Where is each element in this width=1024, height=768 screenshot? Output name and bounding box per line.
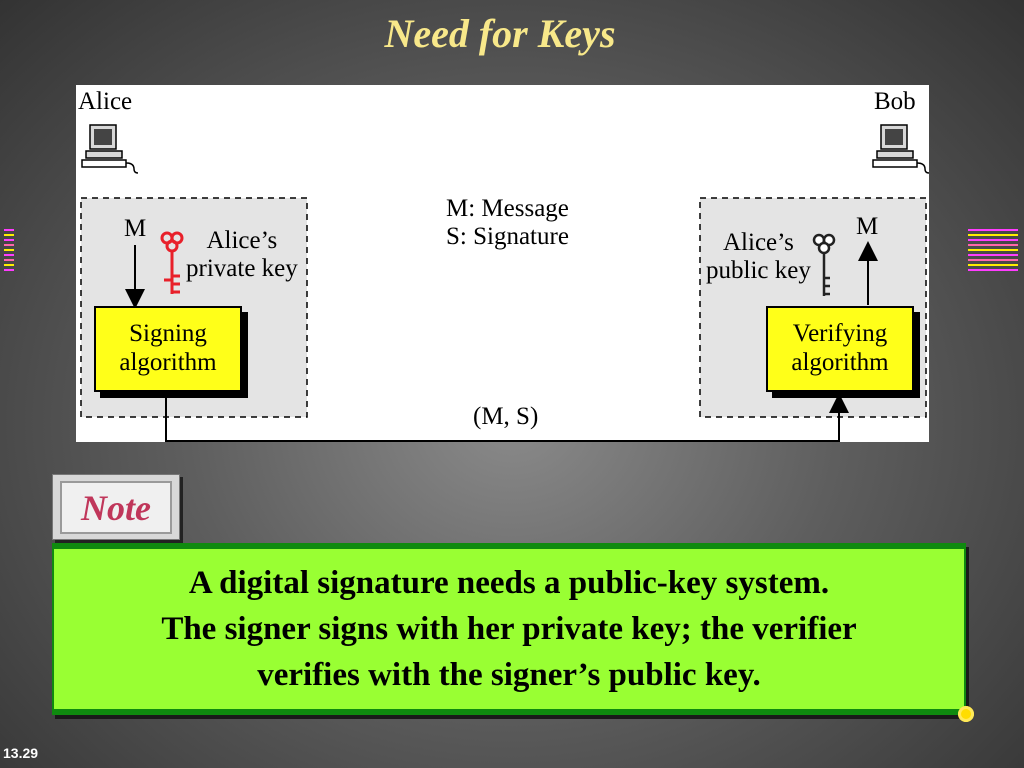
bob-computer-icon xyxy=(872,124,929,174)
bullet-icon xyxy=(958,706,974,722)
private-key-label: Alice’s private key xyxy=(186,227,298,282)
right-stripes-decoration xyxy=(968,229,1018,274)
slide-title: Need for Keys xyxy=(384,11,616,56)
signing-algorithm-box: Signing algorithm xyxy=(94,306,242,392)
legend-signature: S: Signature xyxy=(446,222,569,250)
legend-message: M: Message xyxy=(446,195,569,222)
note-label: Note xyxy=(60,481,172,534)
public-key-label: Alice’s public key xyxy=(706,229,811,284)
receiver-message-label: M xyxy=(856,213,879,240)
sender-name: Alice xyxy=(78,88,133,115)
note-tab: Note xyxy=(52,474,180,540)
legend: M: Message S: Signature xyxy=(446,195,569,250)
note-line-3: verifies with the signer’s public key. xyxy=(257,657,761,694)
public-key-icon xyxy=(812,233,836,296)
transmitted-label: (M, S) xyxy=(473,403,539,430)
note-box: A digital signature needs a public-key s… xyxy=(52,543,966,715)
page-number: 13.29 xyxy=(3,745,39,761)
transmission-path xyxy=(165,393,849,442)
sender-message-label: M xyxy=(124,215,147,242)
receiver-name: Bob xyxy=(874,88,916,115)
alice-computer-icon xyxy=(81,124,139,174)
private-key-icon xyxy=(160,231,184,294)
note-line-1: A digital signature needs a public-key s… xyxy=(188,564,830,601)
digital-signature-diagram: Alice Bob M: Message S: Signature M M Al… xyxy=(76,85,929,442)
note-line-2: The signer signs with her private key; t… xyxy=(161,610,857,647)
verifying-algorithm-box: Verifying algorithm xyxy=(766,306,914,392)
left-stripes-decoration xyxy=(4,229,14,274)
